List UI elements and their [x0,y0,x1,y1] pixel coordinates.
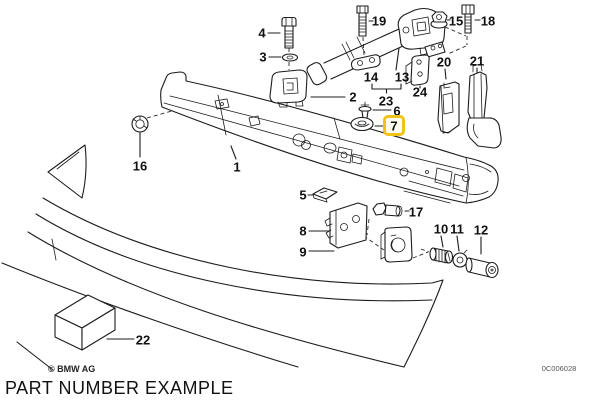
part-number-22[interactable]: 22 [136,333,150,348]
part-label-23[interactable]: 23 [379,94,393,109]
part-number-6[interactable]: 6 [393,104,400,119]
part-number-9[interactable]: 9 [299,245,306,260]
part-number-8[interactable]: 8 [299,224,306,239]
part-6-rivet-drawing [358,101,372,119]
part-number-1[interactable]: 1 [233,160,240,175]
part-label-1[interactable]: 1 [230,145,241,175]
part-number-16[interactable]: 16 [133,159,147,174]
part-12-sleeve-drawing [465,257,499,279]
part-1-bumper-trim-drawing [160,71,499,204]
part-label-5[interactable]: 5 [299,188,314,203]
part-label-20[interactable]: 20 [437,55,451,80]
part-number-19[interactable]: 19 [372,14,386,29]
part-3-washer-drawing [281,53,299,62]
diagram-caption: PART NUMBER EXAMPLE [5,378,234,398]
part-number-14[interactable]: 14 [364,70,379,85]
part-label-2[interactable]: 2 [310,90,357,105]
part-label-16[interactable]: 16 [133,132,147,174]
part-number-2[interactable]: 2 [349,90,356,105]
part-20-guide-drawing [437,81,460,134]
highlight-box-part-7 [383,115,405,136]
part-19-bolt-drawing [356,5,369,37]
part-21-guide-drawing [466,63,502,149]
part-number-24[interactable]: 24 [413,85,428,100]
part-label-6[interactable]: 6 [372,104,401,119]
part-label-11[interactable]: 11 [450,222,464,252]
part-label-13[interactable]: 13 [395,70,409,85]
part-label-7-highlighted[interactable]: 7 [374,115,405,136]
part-number-18[interactable]: 18 [481,14,495,29]
part-number-23[interactable]: 23 [379,94,393,109]
part-label-18[interactable]: 18 [474,14,495,29]
part-5-clip-drawing [312,187,338,203]
part-label-8[interactable]: 8 [299,224,330,239]
part-7-washer-drawing [350,116,374,132]
part-label-17[interactable]: 17 [404,205,423,220]
part-number-13[interactable]: 13 [395,70,409,85]
part-10-adjuster-drawing [429,247,454,264]
part-label-19[interactable]: 19 [368,14,386,29]
part-22-box-drawing [54,294,116,351]
part-8-plate-drawing [324,202,368,249]
part-label-10[interactable]: 10 [434,222,448,248]
part-18-bolt-drawing [461,4,475,34]
part-number-15[interactable]: 15 [449,14,463,29]
part-label-15[interactable]: 15 [446,14,463,29]
part-number-21[interactable]: 21 [470,54,484,69]
part-label-3[interactable]: 3 [259,50,282,65]
part-label-21[interactable]: 21 [470,54,484,74]
part-4-bolt-drawing [281,16,297,49]
part-label-24[interactable]: 24 [413,85,428,100]
part-2-bracket-drawing [269,69,308,108]
part-label-4[interactable]: 4 [258,26,281,41]
part-number-10[interactable]: 10 [434,222,448,237]
part-number-20[interactable]: 20 [437,55,451,70]
part-label-9[interactable]: 9 [299,245,335,260]
part-number-5[interactable]: 5 [299,188,306,203]
part-number-11[interactable]: 11 [450,222,464,237]
part-24-bracket-drawing [405,54,430,86]
part-16-nut-drawing [131,115,149,133]
part-9-cage-drawing [380,226,413,263]
part-11-clip-drawing [452,249,468,268]
part-number-17[interactable]: 17 [409,205,423,220]
part-label-22[interactable]: 22 [106,333,150,348]
axis-dash [420,248,430,253]
part-label-14[interactable]: 14 [364,70,379,85]
diagram-plate-code: 0C006028 [542,364,577,373]
label-group-bracket [371,47,402,94]
front-spoiler-drawing [1,144,444,371]
part-17-plug-drawing [372,202,403,217]
copyright-notice: © BMW AG [48,364,95,374]
part-number-4[interactable]: 4 [258,26,266,41]
part-number-12[interactable]: 12 [474,223,488,238]
part-number-3[interactable]: 3 [259,50,266,65]
part-label-12[interactable]: 12 [474,223,488,255]
part-number-7[interactable]: 7 [390,119,397,134]
part-15-nut-drawing [430,11,448,29]
